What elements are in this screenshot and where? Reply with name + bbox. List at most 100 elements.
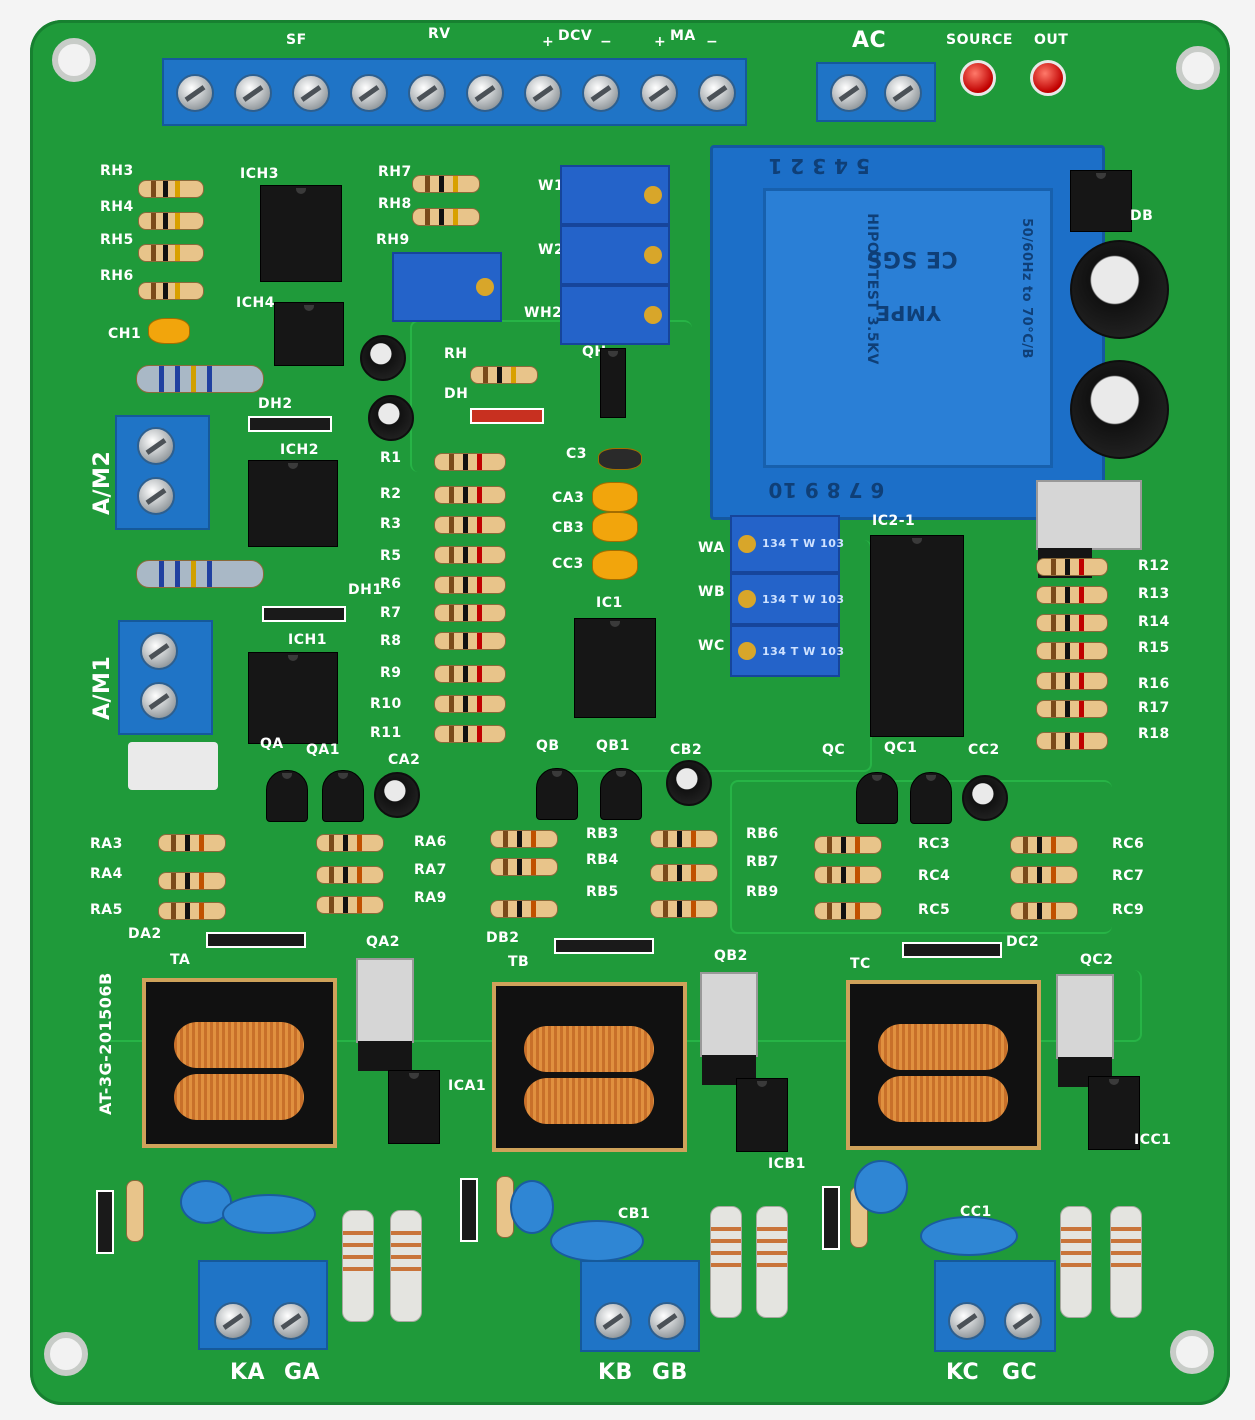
label-source: SOURCE [946,32,1013,48]
label-ic1: IC1 [596,595,623,611]
resistor-r18 [1036,732,1108,750]
label-ca3: CA3 [552,490,585,506]
resistor-ra5 [158,902,226,920]
label-out: OUT [1034,32,1069,48]
resistor-ra6 [316,834,384,852]
screw-terminal[interactable] [214,1302,252,1340]
screw-terminal[interactable] [137,477,175,515]
ac-terminal [816,62,936,122]
blue-ceramic-capacitor [550,1220,644,1262]
mounting-hole-top-right [1176,46,1220,90]
resistor-rb4 [490,858,558,876]
screw-terminal[interactable] [140,632,178,670]
capacitor-ch1 [148,318,190,344]
resistor-rc3 [814,836,882,854]
power-resistor [756,1206,788,1318]
resistor-rb9 [650,900,718,918]
diode-dh2 [248,416,332,432]
potentiometer-wa[interactable]: 134 T W 103 [730,515,844,573]
chip-ich1 [248,652,338,744]
screw-terminal[interactable] [466,74,504,112]
white-jumper [128,742,218,790]
mounting-hole-bottom-right [1170,1330,1214,1374]
screw-terminal[interactable] [640,74,678,112]
label-ac: AC [852,28,887,53]
thyristor-qb2 [700,972,758,1085]
power-resistor [342,1210,374,1322]
transformer-maker: YMPE [876,301,941,325]
blue-ceramic-capacitor [222,1194,316,1234]
resistor-r8 [434,632,506,650]
blue-ceramic-capacitor [854,1160,908,1214]
transistor-qh [600,348,626,418]
resistor-rh4 [138,212,204,230]
electrolytic-capacitor [1070,360,1169,459]
resistor-r17 [1036,700,1108,718]
potentiometer-wc[interactable]: 134 T W 103 [730,625,844,677]
screw-terminal[interactable] [350,74,388,112]
label-ca2: CA2 [388,752,421,768]
diode [460,1178,478,1242]
label-rb3: RB3 [586,826,619,842]
regulator [1036,480,1142,578]
label-w2: W2 [538,242,565,258]
resistor-r7 [434,604,506,622]
screw-terminal[interactable] [1004,1302,1042,1340]
label-wb: WB [698,584,726,600]
transistor-qa1 [322,770,364,822]
resistor-rb5 [490,900,558,918]
potentiometer-wh[interactable] [392,252,502,322]
screw-terminal[interactable] [582,74,620,112]
label-da2: DA2 [128,926,162,942]
diode-dh1 [262,606,346,622]
screw-terminal[interactable] [698,74,736,112]
mounting-hole-bottom-left [44,1332,88,1376]
chip-ich3 [260,185,342,282]
resistor-rh [470,366,538,384]
potentiometer-w1[interactable] [560,165,670,225]
screw-terminal[interactable] [292,74,330,112]
resistor-rh5 [138,244,204,262]
screw-terminal[interactable] [408,74,446,112]
resistor-r3 [434,516,506,534]
screw-terminal[interactable] [948,1302,986,1340]
screw-terminal[interactable] [234,74,272,112]
label-rh9: RH9 [376,232,410,248]
label-rb5: RB5 [586,884,619,900]
label-gc: GC [1002,1360,1038,1385]
screw-terminal[interactable] [137,427,175,465]
resistor-rb6 [650,830,718,848]
potentiometer-w2[interactable] [560,225,670,285]
resistor-r11 [434,725,506,743]
screw-terminal[interactable] [884,74,922,112]
potentiometer-wh2[interactable] [560,285,670,345]
pulse-transformer-ta [142,978,337,1148]
label-r14: R14 [1138,614,1170,630]
screw-terminal[interactable] [594,1302,632,1340]
label-r5: R5 [380,548,402,564]
label-cb3: CB3 [552,520,585,536]
label-ra5: RA5 [90,902,123,918]
resistor-rh6 [138,282,204,300]
label-ta: TA [170,952,191,968]
capacitor-cc3 [592,550,638,580]
electrolytic-capacitor [360,335,406,381]
resistor-rc7 [1010,866,1078,884]
chip-ich4 [274,302,344,366]
potentiometer-wb[interactable]: 134 T W 103 [730,573,844,625]
screw-terminal[interactable] [272,1302,310,1340]
screw-terminal[interactable] [140,682,178,720]
resistor [126,1180,144,1242]
screw-terminal[interactable] [176,74,214,112]
resistor-r10 [434,695,506,713]
screw-terminal[interactable] [648,1302,686,1340]
thyristor-qa2 [356,958,414,1071]
resistor-ra3 [158,834,226,852]
label-r15: R15 [1138,640,1170,656]
label-qb: QB [536,738,560,754]
screw-terminal[interactable] [830,74,868,112]
label-wc: WC [698,638,725,654]
label-dh: DH [444,386,469,402]
label-ra3: RA3 [90,836,123,852]
screw-terminal[interactable] [524,74,562,112]
